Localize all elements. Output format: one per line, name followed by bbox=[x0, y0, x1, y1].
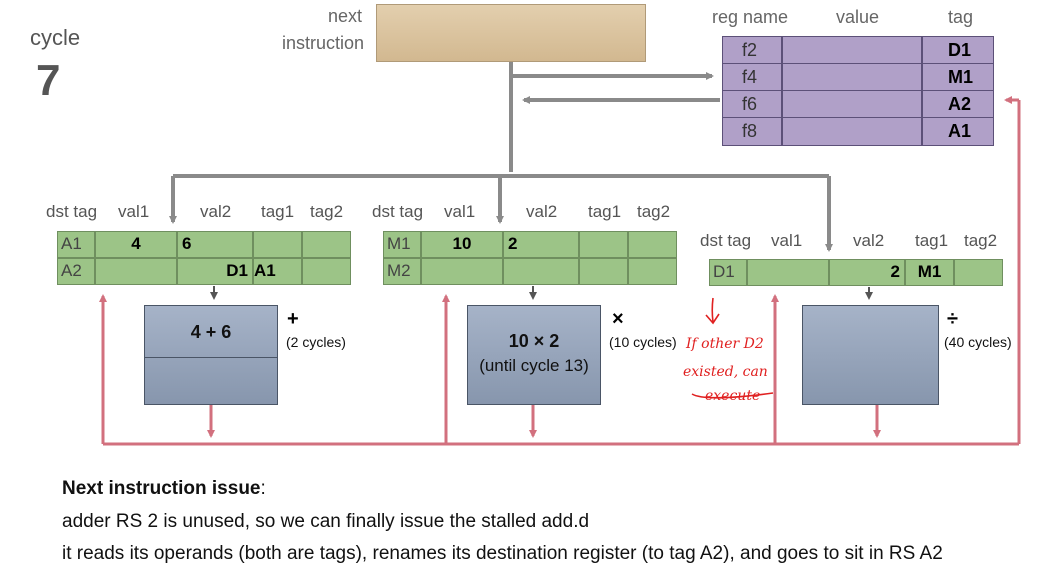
adder-rs-header-tag2: tag2 bbox=[310, 202, 344, 221]
divide-icon: ÷ bbox=[947, 308, 958, 330]
div-rs-header-dst: dst tag bbox=[700, 231, 752, 250]
multiply-icon: × bbox=[612, 308, 624, 330]
notes-heading: Next instruction issue: bbox=[62, 478, 266, 500]
mult-operation: 10 × 2 bbox=[508, 331, 560, 351]
div-latency: (40 cycles) bbox=[944, 334, 1012, 350]
notes-heading-title: Next instruction issue bbox=[62, 478, 261, 499]
mult-rs-header-tag1: tag1 bbox=[588, 202, 622, 221]
div-rs-header-val2: val2 bbox=[853, 231, 885, 250]
plus-icon: + bbox=[287, 308, 299, 330]
mult-rs-header-tag2: tag2 bbox=[637, 202, 671, 221]
rs-tag1 bbox=[253, 231, 302, 258]
div-functional-unit bbox=[802, 305, 939, 405]
mult-functional-unit bbox=[467, 305, 601, 405]
mult-rs-header-val1: val1 bbox=[444, 202, 476, 221]
handwritten-note-line-2: existed, can bbox=[683, 364, 768, 380]
handwritten-arrow bbox=[691, 297, 774, 399]
reg-name: f4 bbox=[742, 67, 758, 87]
rs-val2: 2 bbox=[829, 259, 905, 286]
rs-dst-tag: D1 bbox=[709, 259, 747, 286]
reg-name: f6 bbox=[742, 94, 758, 114]
cycle-label: cycle bbox=[30, 25, 81, 50]
regfile-header-name: reg name bbox=[712, 7, 789, 27]
reg-tag: D1 bbox=[948, 40, 972, 60]
reg-name: f2 bbox=[742, 40, 758, 60]
regfile-header-value: value bbox=[836, 7, 880, 27]
handwritten-note-line-1: If other D2 bbox=[686, 336, 764, 352]
adder-rs-header-val1: val1 bbox=[118, 202, 150, 221]
adder-stage-1: 4 + 6 bbox=[190, 322, 232, 342]
next-instruction-box bbox=[376, 4, 646, 62]
adder-latency: (2 cycles) bbox=[286, 334, 346, 350]
notes-heading-suffix: : bbox=[260, 478, 266, 499]
rs-val1 bbox=[95, 258, 177, 285]
cycle-number: 7 bbox=[36, 56, 61, 105]
rs-val2 bbox=[503, 258, 579, 285]
rs-tag2 bbox=[302, 231, 351, 258]
rs-val1: 10 bbox=[421, 231, 503, 258]
rs-tag2 bbox=[628, 231, 677, 258]
rs-tag1 bbox=[579, 258, 628, 285]
rs-dst-tag: A2 bbox=[57, 258, 95, 285]
adder-rs-header-tag1: tag1 bbox=[261, 202, 295, 221]
next-instruction-label-2: instruction bbox=[282, 33, 365, 53]
adder-rs-header-dst: dst tag bbox=[46, 202, 98, 221]
mult-until: (until cycle 13) bbox=[479, 356, 589, 375]
notes-line-2: it reads its operands (both are tags), r… bbox=[62, 543, 943, 564]
rs-tag2 bbox=[628, 258, 677, 285]
rs-dst-tag: M2 bbox=[383, 258, 421, 285]
reg-tag: A1 bbox=[948, 121, 972, 141]
rs-val1: 4 bbox=[95, 231, 177, 258]
mult-rs-header-val2: val2 bbox=[526, 202, 558, 221]
rs-dst-tag: M1 bbox=[383, 231, 421, 258]
rs-tag1: A1 bbox=[253, 258, 302, 285]
rs-tag1 bbox=[579, 231, 628, 258]
rs-val1 bbox=[421, 258, 503, 285]
next-instruction-label-1: next bbox=[328, 6, 363, 26]
regfile-header-tag: tag bbox=[948, 7, 974, 27]
div-rs-header-tag1: tag1 bbox=[915, 231, 949, 250]
reg-tag: A2 bbox=[948, 94, 972, 114]
reg-tag: M1 bbox=[948, 67, 974, 87]
div-rs-header-val1: val1 bbox=[771, 231, 803, 250]
rs-val2: D1 bbox=[177, 258, 253, 285]
rs-dst-tag: A1 bbox=[57, 231, 95, 258]
adder-rs-header-val2: val2 bbox=[200, 202, 232, 221]
mult-rs-header-dst: dst tag bbox=[372, 202, 424, 221]
handwritten-note-line-3: execute bbox=[705, 388, 761, 404]
rs-tag1: M1 bbox=[905, 259, 954, 286]
rs-tag2 bbox=[954, 259, 1003, 286]
rs-val1 bbox=[747, 259, 829, 286]
reg-name: f8 bbox=[742, 121, 758, 141]
div-rs-header-tag2: tag2 bbox=[964, 231, 998, 250]
rs-val2: 2 bbox=[503, 231, 579, 258]
adder-functional-unit bbox=[144, 305, 278, 405]
notes-line-1: adder RS 2 is unused, so we can finally … bbox=[62, 511, 590, 532]
mult-latency: (10 cycles) bbox=[609, 334, 677, 350]
rs-val2: 6 bbox=[177, 231, 253, 258]
rs-tag2 bbox=[302, 258, 351, 285]
